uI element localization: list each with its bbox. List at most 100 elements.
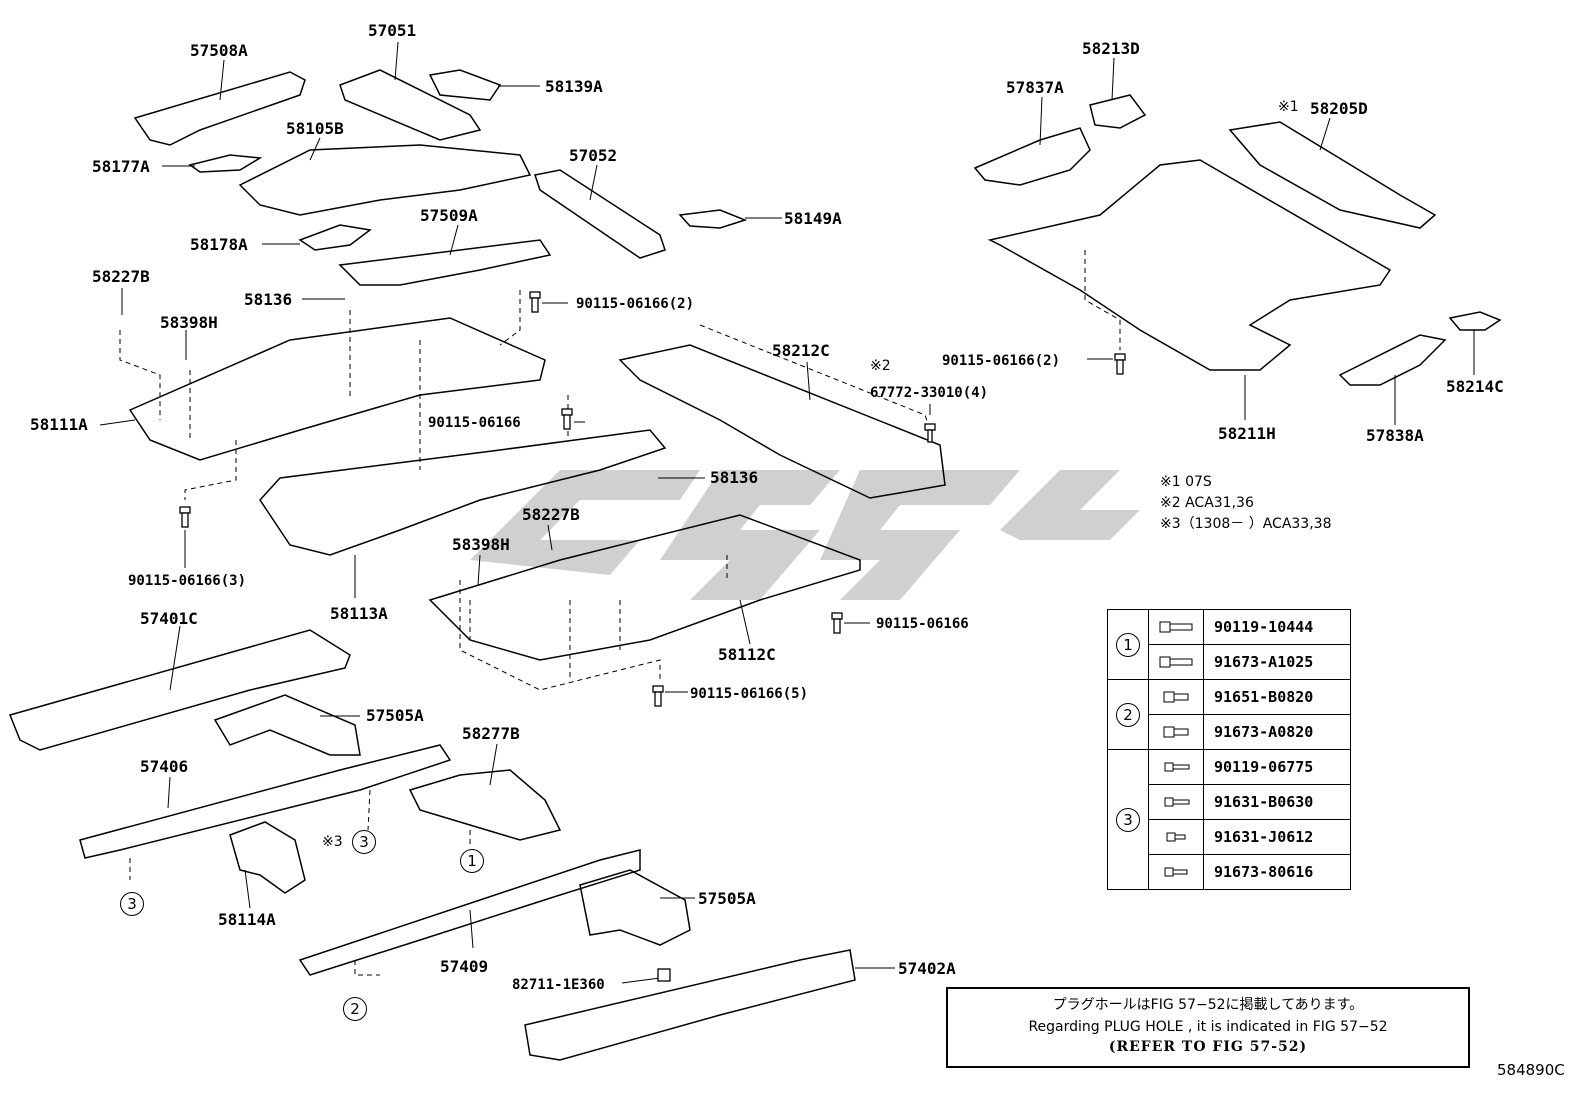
label-57052: 57052 bbox=[569, 146, 618, 165]
label-57509A: 57509A bbox=[420, 206, 478, 225]
part-58277B bbox=[408, 769, 562, 841]
label-58178A: 58178A bbox=[190, 235, 248, 254]
bolt-icon bbox=[1114, 353, 1126, 375]
part-58112C bbox=[428, 514, 861, 661]
bolt-icon bbox=[1164, 797, 1190, 806]
label-58113A: 58113A bbox=[330, 604, 388, 623]
label-58114A: 58114A bbox=[218, 910, 276, 929]
ref-circle-1: 1 bbox=[460, 849, 484, 873]
group-circle-3: 3 bbox=[1116, 807, 1140, 832]
table-row: 91631-J0612 bbox=[1108, 819, 1351, 855]
fastener-part-number: 91673-80616 bbox=[1203, 854, 1351, 890]
label-58398H-b: 58398H bbox=[452, 535, 510, 554]
bolt-icons bbox=[179, 291, 1126, 982]
mark-2: ※2 bbox=[870, 358, 891, 374]
label-90115-06166-3: 90115-06166(3) bbox=[128, 573, 247, 589]
bolt-icon bbox=[1166, 832, 1186, 841]
part-58214C bbox=[1448, 311, 1502, 331]
label-90115-06166-a: 90115-06166 bbox=[428, 415, 521, 431]
fastener-part-number: 91631-B0630 bbox=[1203, 784, 1351, 820]
part-57406 bbox=[79, 744, 452, 859]
label-57838A: 57838A bbox=[1366, 426, 1424, 445]
note-2: ※2 ACA31,36 bbox=[1160, 495, 1254, 511]
part-58149A bbox=[678, 209, 748, 229]
part-58114A bbox=[229, 821, 306, 894]
table-row: 2 91651-B0820 bbox=[1107, 679, 1351, 750]
label-57402A: 57402A bbox=[898, 959, 956, 978]
label-90115-06166-2b: 90115-06166(2) bbox=[942, 353, 1061, 369]
part-outlines bbox=[8, 69, 1502, 1061]
label-82711-1E360: 82711-1E360 bbox=[512, 977, 605, 993]
fastener-part-number: 91651-B0820 bbox=[1203, 679, 1351, 715]
label-58111A: 58111A bbox=[30, 415, 88, 434]
label-57837A: 57837A bbox=[1006, 78, 1064, 97]
ref-circle-3: 3 bbox=[120, 892, 144, 916]
part-58111A bbox=[128, 317, 546, 461]
label-58212C: 58212C bbox=[772, 341, 830, 360]
label-57409: 57409 bbox=[440, 957, 489, 976]
part-58177A bbox=[188, 154, 263, 173]
label-57505A-b: 57505A bbox=[698, 889, 756, 908]
bolt-icon bbox=[1164, 762, 1190, 771]
part-57838A bbox=[1338, 334, 1447, 386]
part-57505A-lower bbox=[579, 869, 691, 946]
part-58212C bbox=[618, 344, 946, 499]
table-row: 91673-A0820 bbox=[1108, 714, 1351, 750]
label-58139A: 58139A bbox=[545, 77, 603, 96]
clip-icon bbox=[657, 968, 671, 982]
table-row: 91673-80616 bbox=[1108, 854, 1351, 890]
part-58139A bbox=[428, 69, 502, 101]
table-row: 1 90119-10444 bbox=[1107, 609, 1351, 680]
label-57505A-a: 57505A bbox=[366, 706, 424, 725]
part-57837A bbox=[973, 127, 1091, 186]
fastener-part-number: 90119-10444 bbox=[1203, 609, 1351, 645]
part-58113A bbox=[259, 429, 667, 556]
plug-note-en: Regarding PLUG HOLE , it is indicated in… bbox=[1028, 1019, 1388, 1035]
label-58211H: 58211H bbox=[1218, 424, 1276, 443]
part-57052 bbox=[534, 169, 666, 259]
label-67772-33010: 67772-33010(4) bbox=[870, 385, 989, 401]
label-58277B: 58277B bbox=[462, 724, 520, 743]
label-58398H-a: 58398H bbox=[160, 313, 218, 332]
note-3: ※3（1308－ ）ACA33,38 bbox=[1160, 516, 1332, 532]
part-57505A-upper bbox=[213, 694, 361, 756]
part-57401C bbox=[8, 629, 351, 751]
label-57406: 57406 bbox=[140, 757, 189, 776]
label-57051: 57051 bbox=[368, 21, 417, 40]
bolt-icon bbox=[1159, 656, 1193, 667]
part-57409 bbox=[298, 849, 641, 976]
part-58213D bbox=[1089, 94, 1147, 129]
part-57402A bbox=[524, 949, 856, 1061]
bolt-icon bbox=[1163, 726, 1189, 737]
label-58112C: 58112C bbox=[718, 645, 776, 664]
bolt-icon bbox=[1164, 867, 1188, 876]
watermark-logo bbox=[470, 470, 1140, 600]
bolt-icon bbox=[652, 685, 664, 707]
label-90115-06166-5: 90115-06166(5) bbox=[690, 686, 809, 702]
group-circle-2: 2 bbox=[1116, 702, 1140, 727]
label-57508A: 57508A bbox=[190, 41, 248, 60]
label-57401C: 57401C bbox=[140, 609, 198, 628]
bolt-icon bbox=[179, 506, 191, 528]
clip-icon bbox=[924, 423, 936, 443]
part-58211H bbox=[987, 159, 1392, 371]
bolt-icon bbox=[561, 408, 573, 430]
part-58105B bbox=[238, 144, 532, 216]
label-58227B-b: 58227B bbox=[522, 505, 580, 524]
label-90115-06166-2a: 90115-06166(2) bbox=[576, 296, 695, 312]
note-1: ※1 07S bbox=[1160, 474, 1212, 490]
fastener-part-number: 90119-06775 bbox=[1203, 749, 1351, 785]
fastener-part-number: 91673-A1025 bbox=[1203, 644, 1351, 680]
label-58177A: 58177A bbox=[92, 157, 150, 176]
bolt-leaders bbox=[184, 302, 1113, 693]
plug-note-ref: (REFER TO FIG 57-52) bbox=[1108, 1039, 1308, 1055]
part-57509A bbox=[338, 239, 552, 286]
part-58205D bbox=[1228, 121, 1437, 229]
label-58213D: 58213D bbox=[1082, 39, 1140, 58]
mark-1: ※1 bbox=[1278, 99, 1299, 115]
part-58178A bbox=[298, 224, 372, 251]
bolt-icon bbox=[529, 291, 541, 313]
plug-note-jp: プラグホールはFIG 57−52に掲載してあります。 bbox=[1052, 997, 1364, 1013]
mark-3: ※3 bbox=[322, 834, 343, 850]
label-58227B-a: 58227B bbox=[92, 267, 150, 286]
